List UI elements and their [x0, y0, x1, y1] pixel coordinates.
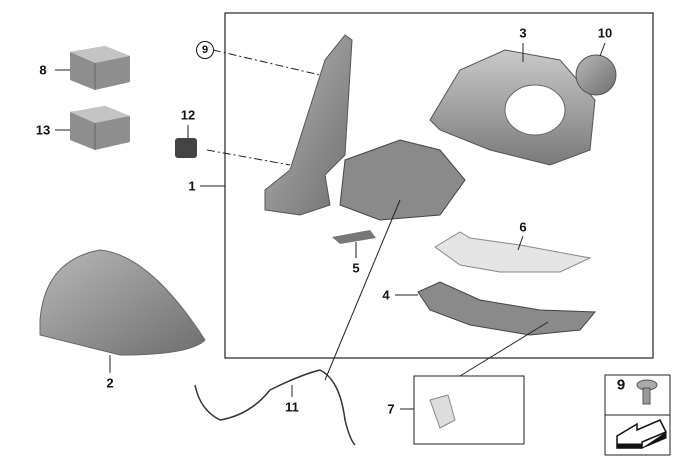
callout-2: 2 [106, 375, 114, 391]
callout-4: 4 [382, 287, 390, 303]
part1-actuator [339, 139, 466, 221]
part8-pad [70, 46, 130, 90]
part7-clip [429, 394, 456, 429]
callout-13: 13 [35, 122, 51, 138]
part9-legend-box [604, 374, 671, 456]
part6-indicator [434, 231, 592, 273]
part11-cable [194, 369, 356, 446]
part7-box [413, 375, 525, 445]
callout-9-box: 9 [616, 376, 626, 394]
callout-7: 7 [387, 401, 395, 417]
callout-5: 5 [352, 260, 360, 276]
callout-6: 6 [519, 219, 527, 235]
callout-3: 3 [519, 25, 527, 41]
part5-cover [332, 230, 376, 244]
part13-pad [70, 106, 130, 150]
callout-1: 1 [188, 178, 196, 194]
callout-12: 12 [180, 107, 196, 123]
part10-motor [575, 54, 617, 96]
leader-lines [55, 42, 606, 410]
part1-mirror-base [264, 34, 353, 216]
part4-trim [417, 281, 597, 336]
callout-9-circled: 9 [196, 41, 214, 59]
part2-cap [39, 249, 206, 356]
part12-connector [175, 138, 197, 158]
callout-11: 11 [285, 399, 299, 415]
callout-8: 8 [39, 62, 47, 78]
callout-10: 10 [597, 25, 613, 41]
